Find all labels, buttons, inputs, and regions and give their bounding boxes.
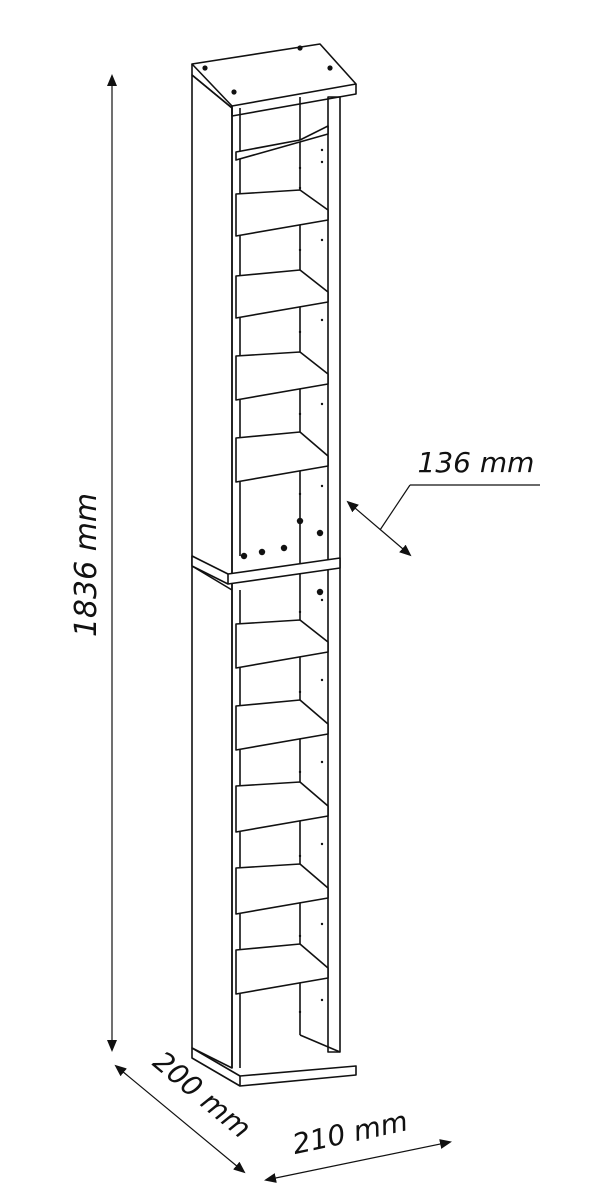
lower-shelves xyxy=(235,619,329,995)
height-label: 1836 mm xyxy=(69,493,104,637)
depth-dimension: 200 mm xyxy=(114,1045,257,1174)
width-dimension: 210 mm xyxy=(264,1104,452,1183)
shelf-unit-drawing xyxy=(191,43,357,1087)
width-label: 210 mm xyxy=(289,1104,410,1161)
height-dimension: 1836 mm xyxy=(69,74,117,1052)
inner-depth-dimension: 136 mm xyxy=(346,446,540,557)
right-side-panel xyxy=(327,96,341,1053)
shelf-pin-holes xyxy=(298,148,324,1014)
inner-depth-label: 136 mm xyxy=(418,446,535,479)
upper-shelves xyxy=(235,125,329,483)
